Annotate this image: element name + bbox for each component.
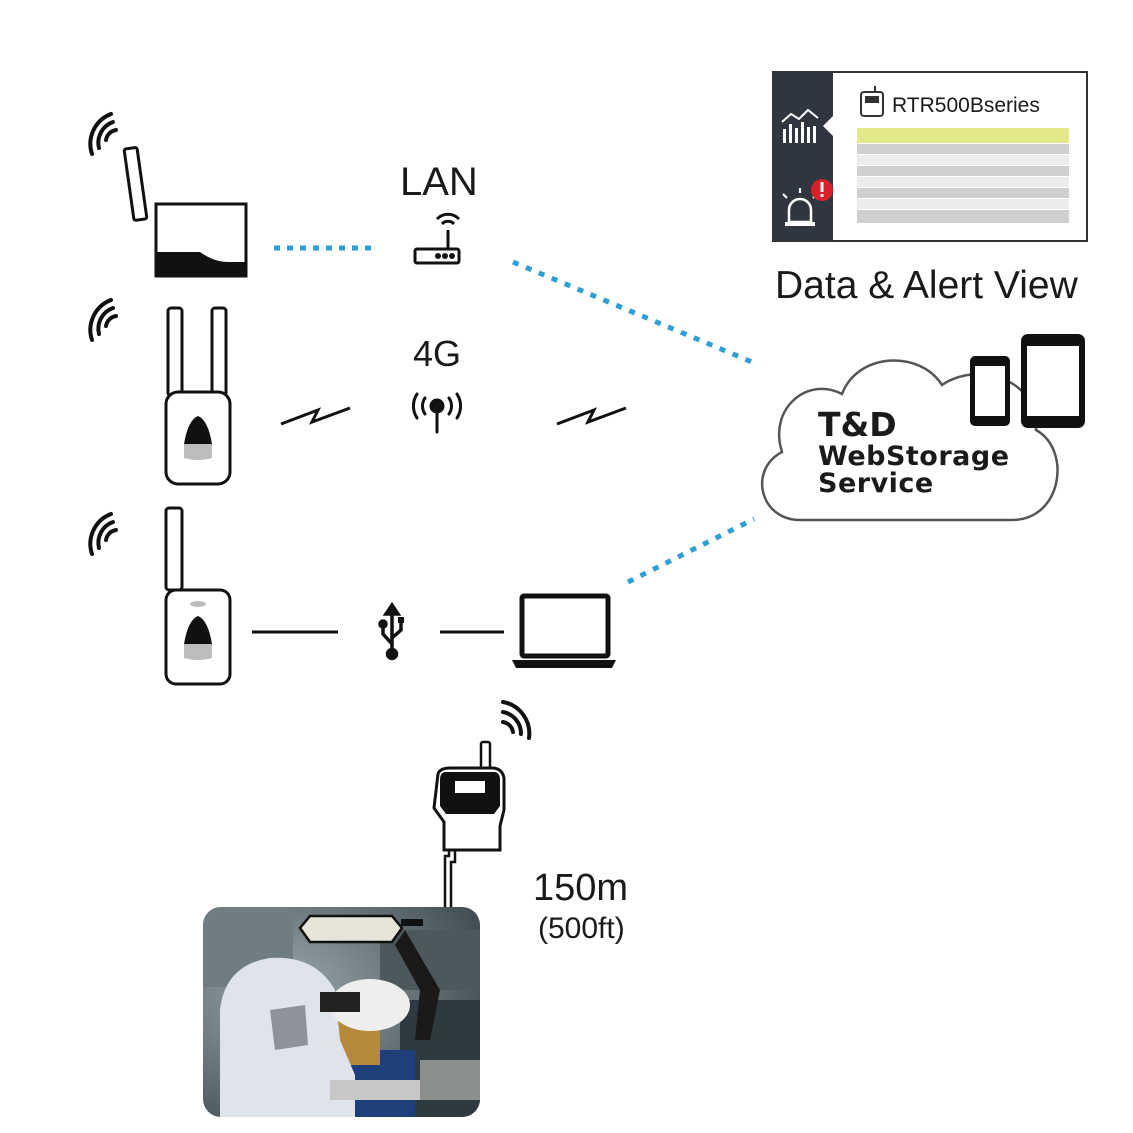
router-icon [413,212,461,265]
portable-data-logger [432,740,506,852]
4g-base-unit [164,306,232,486]
lan-base-unit [122,146,248,278]
temperature-sensor-probe [298,914,423,944]
alarm-icon [782,179,833,226]
chart-icon [781,108,819,143]
usb-base-unit [164,506,232,686]
device-icon [860,86,884,117]
device-series-label: RTR500Bseries [892,94,1040,117]
web-view-panel [772,71,1088,242]
usb-icon [378,601,404,661]
range-distance-feet-label: (500ft) [538,912,625,945]
lan-label: LAN [400,160,478,204]
wifi-signal-icon [88,512,118,556]
pc-cloud-link-dots [626,516,756,585]
data-alert-view-caption: Data & Alert View [775,264,1078,307]
cloud-product-line: WebStorage [818,441,1010,472]
lan-cloud-link-dots [512,259,753,365]
range-distance-label: 150m [533,867,629,909]
antenna-tower-icon [412,392,462,434]
tablet-icon [1021,334,1085,428]
wifi-signal-icon [88,112,118,156]
wireless-signal-icon [501,700,532,740]
wifi-signal-icon [88,298,118,342]
cloud-service-line: Service [818,468,934,499]
laptop-icon [512,593,616,668]
cloud-brand-line: T&D [818,405,897,444]
4g-label: 4G [413,333,462,374]
cellular-link-bolt [280,406,627,426]
cleanroom-photo [203,907,480,1117]
smartphone-icon [970,356,1010,426]
